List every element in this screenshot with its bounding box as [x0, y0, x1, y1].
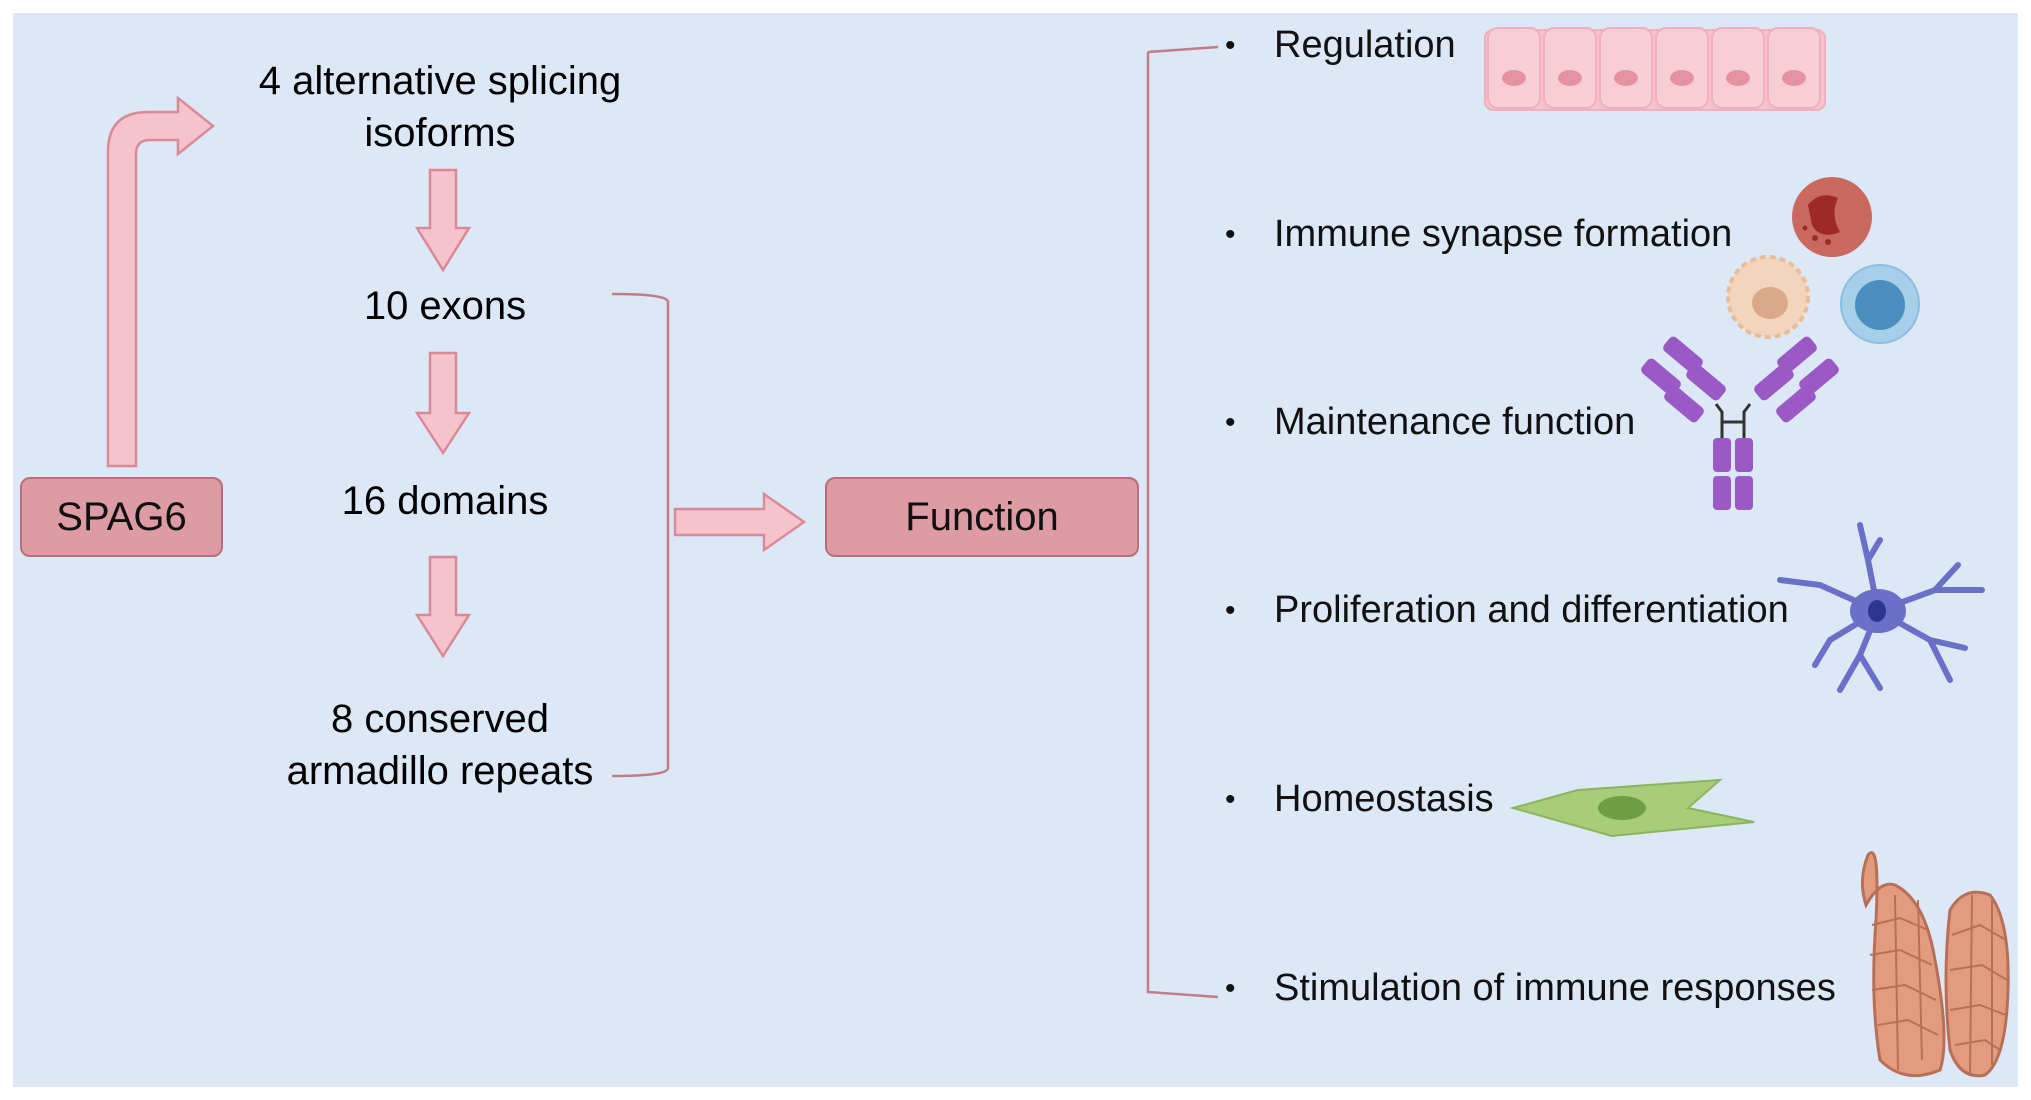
function-item-proliferation-differentiation: Proliferation and differentiation: [1274, 589, 1789, 631]
thymus-tissue-icon: [1861, 851, 2010, 1078]
down-arrow-exons-to-domains: [414, 351, 472, 456]
function-item-regulation: Regulation: [1274, 24, 1456, 66]
step-domains: 16 domains: [341, 479, 549, 523]
right-arrow-to-function: [673, 491, 807, 553]
epithelial-cells-icon: [1484, 27, 1826, 111]
bullet-proliferation: •: [1225, 594, 1236, 627]
down-arrow-domains-to-repeats: [414, 555, 472, 659]
step-exons: 10 exons: [363, 284, 527, 328]
neuron-icon: [1777, 522, 1985, 693]
spag6-label: SPAG6: [56, 494, 187, 539]
function-item-stimulation-immune-responses: Stimulation of immune responses: [1274, 967, 1836, 1009]
structure-bracket: [611, 292, 670, 778]
step-isoforms: 4 alternative splicing isoforms: [258, 59, 622, 155]
spag6-node: SPAG6: [20, 477, 223, 557]
bullet-regulation: •: [1225, 29, 1236, 62]
smooth-muscle-cell-icon: [1509, 778, 1755, 838]
step-armadillo-repeats: 8 conserved armadillo repeats: [286, 697, 594, 793]
bent-arrow-spag6-to-isoforms: [106, 95, 216, 468]
function-item-homeostasis: Homeostasis: [1274, 778, 1494, 820]
immune-cells-icon: [1726, 177, 1920, 344]
antibody-icon: [1641, 336, 1839, 510]
function-item-immune-synapse-formation: Immune synapse formation: [1274, 213, 1733, 255]
down-arrow-isoforms-to-exons: [414, 168, 472, 273]
function-bracket: [1146, 45, 1219, 999]
bullet-homeostasis: •: [1225, 783, 1236, 816]
function-item-maintenance-function: Maintenance function: [1274, 401, 1636, 443]
bullet-immune-synapse: •: [1225, 218, 1236, 251]
function-label: Function: [905, 494, 1059, 539]
function-node: Function: [825, 477, 1139, 557]
bullet-maintenance: •: [1225, 406, 1236, 439]
bullet-immune-responses: •: [1225, 972, 1236, 1005]
